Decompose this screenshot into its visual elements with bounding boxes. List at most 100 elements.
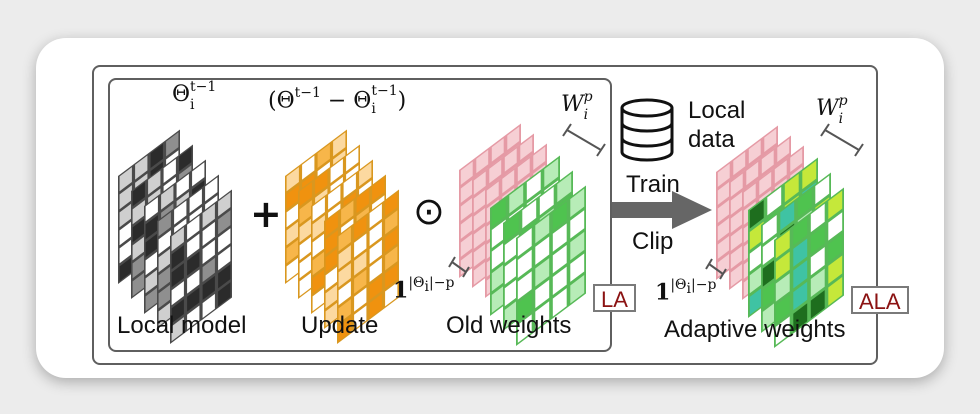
matrix-cell bbox=[145, 215, 158, 240]
matrix-cell bbox=[473, 261, 486, 285]
matrix-cell bbox=[145, 269, 158, 294]
matrix-cell bbox=[504, 213, 519, 242]
matrix-cell bbox=[775, 316, 790, 345]
matrix-cell bbox=[187, 215, 200, 240]
matrix-cell bbox=[286, 239, 299, 264]
matrix-cell bbox=[460, 233, 473, 257]
matrix-cell bbox=[762, 279, 777, 309]
matrix-cell bbox=[473, 189, 486, 213]
matrix-cell bbox=[338, 227, 351, 252]
train-label: Train bbox=[626, 171, 680, 198]
database-icon bbox=[620, 98, 674, 162]
matrix-cell bbox=[552, 223, 567, 252]
matrix-cell bbox=[507, 126, 520, 150]
matrix-cell bbox=[176, 173, 189, 198]
matrix-cell bbox=[385, 246, 398, 271]
matrix-cell bbox=[166, 132, 179, 157]
matrix-cell bbox=[119, 185, 132, 210]
matrix-cell bbox=[504, 148, 517, 172]
matrix-cell bbox=[202, 221, 215, 246]
matrix-cell bbox=[557, 173, 572, 203]
matrix-cell bbox=[135, 155, 148, 180]
matrix-cell bbox=[730, 191, 743, 215]
matrix-cell bbox=[171, 317, 184, 342]
matrix-cell bbox=[132, 254, 145, 279]
matrix-cell bbox=[119, 221, 132, 246]
matrix-cell bbox=[552, 244, 567, 274]
matrix-cell bbox=[775, 294, 790, 324]
matrix-cell bbox=[749, 221, 764, 251]
odot-sign: ⊙ bbox=[413, 189, 445, 233]
matrix-cell bbox=[343, 173, 356, 198]
matrix-cell bbox=[328, 185, 341, 210]
matrix-cell bbox=[312, 269, 325, 294]
matrix-cell bbox=[749, 264, 764, 294]
matrix-cell bbox=[202, 239, 215, 264]
matrix-cell bbox=[119, 167, 132, 192]
old-weights-label: Old weights bbox=[446, 312, 572, 339]
matrix-cell bbox=[828, 255, 843, 284]
matrix-cell bbox=[749, 286, 764, 315]
matrix-cell bbox=[504, 256, 519, 285]
ones-label-left: 1|Θi|−p bbox=[393, 275, 455, 304]
matrix-cell bbox=[158, 266, 171, 291]
matrix-cell bbox=[491, 262, 506, 292]
matrix-cell bbox=[733, 151, 746, 176]
matrix-layer bbox=[516, 185, 586, 346]
matrix-cell bbox=[359, 162, 372, 187]
matrix-cell bbox=[385, 192, 398, 217]
update-label: Update bbox=[301, 312, 379, 339]
matrix-cell bbox=[385, 210, 398, 235]
matrix-cell bbox=[743, 183, 756, 207]
matrix-cell bbox=[171, 245, 184, 270]
matrix-cell bbox=[145, 251, 158, 276]
matrix-cell bbox=[385, 264, 398, 289]
matrix-cell bbox=[187, 269, 200, 294]
matrix-cell bbox=[171, 227, 184, 252]
matrix-cell bbox=[179, 147, 192, 172]
matrix-cell bbox=[535, 236, 550, 265]
matrix-cell bbox=[299, 218, 312, 243]
matrix-cell bbox=[717, 253, 730, 277]
matrix-cell bbox=[790, 148, 803, 172]
matrix-cell bbox=[517, 292, 532, 322]
matrix-cell bbox=[784, 173, 799, 203]
matrix-cell bbox=[148, 170, 161, 195]
matrix-cell bbox=[780, 201, 795, 231]
matrix-cell bbox=[286, 221, 299, 246]
matrix-cell bbox=[325, 212, 338, 237]
local-model-label: Local model bbox=[117, 312, 247, 339]
matrix-cell bbox=[730, 209, 743, 233]
clip-label: Clip bbox=[632, 228, 674, 255]
matrix-cell bbox=[218, 246, 231, 271]
matrix-cell bbox=[312, 233, 325, 258]
matrix-cell bbox=[491, 284, 506, 313]
matrix-cell bbox=[777, 138, 790, 162]
update-stack bbox=[285, 129, 399, 344]
la-tag: LA bbox=[593, 284, 636, 312]
matrix-cell bbox=[145, 197, 158, 222]
matrix-cell bbox=[325, 230, 338, 255]
matrix-cell bbox=[533, 146, 546, 170]
matrix-cell bbox=[341, 200, 354, 225]
matrix-cell bbox=[369, 239, 382, 264]
matrix-cell bbox=[491, 198, 506, 227]
adaptive-weights-stack bbox=[716, 125, 844, 348]
matrix-cell bbox=[730, 173, 743, 197]
matrix-cell bbox=[535, 301, 550, 330]
matrix-cell bbox=[205, 177, 218, 202]
matrix-cell bbox=[354, 215, 367, 240]
matrix-cell bbox=[749, 200, 764, 229]
matrix-cell bbox=[150, 143, 163, 168]
ones-bracket-left bbox=[448, 256, 470, 278]
matrix-cell bbox=[570, 275, 585, 304]
matrix-cell bbox=[793, 260, 808, 289]
matrix-cell bbox=[810, 290, 825, 319]
matrix-cell bbox=[346, 147, 359, 172]
matrix-cell bbox=[810, 203, 825, 233]
matrix-cell bbox=[171, 281, 184, 306]
matrix-cell bbox=[460, 179, 473, 203]
